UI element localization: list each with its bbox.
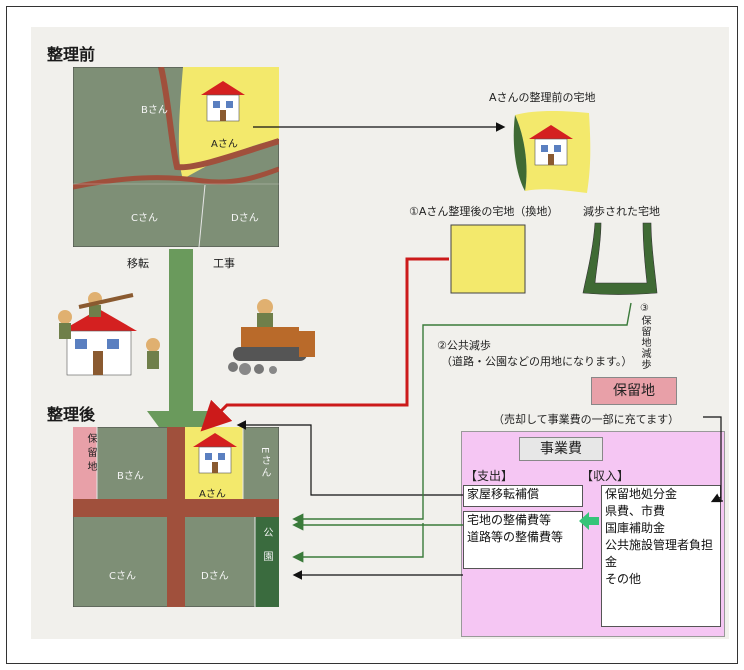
project-cost-title-box: 事業費 [519,437,603,461]
arrow-public-reduction [292,302,632,525]
house-moving-workers-illustration [58,292,160,376]
reserve-title: 保留地 [613,383,655,399]
before-owner-b: Bさん [141,105,168,116]
a-before-lot-label: Aさんの整理前の宅地 [489,91,596,104]
after-house-icon [193,433,237,474]
after-park-label: 公園 [261,527,272,575]
before-map [73,67,279,247]
caption-move: 移転 [127,257,149,270]
expense-header: 【支出】 [465,469,514,483]
a-after-lot-label: ①Aさん整理後の宅地（換地） [409,205,559,218]
diagram-panel: 整理前 Bさん Aさん Cさん Dさん 移転 工事 [31,27,729,639]
expense-list: 宅地の整備費等 道路等の整備費等 [463,511,583,569]
income-reserve-sale: 保留地処分金 [605,487,678,501]
before-heading: 整理前 [47,45,96,64]
public-reduction-note: （道路・公園などの用地になります。） [441,355,633,368]
after-owner-c: Cさん [109,571,136,582]
before-owner-d: Dさん [231,213,259,224]
a-before-lot-illustration [513,111,591,193]
project-cost-title: 事業費 [540,441,582,457]
before-owner-a: Aさん [211,139,238,150]
after-reserve-lot [73,427,97,499]
income-header: 【収入】 [581,469,630,483]
income-national-subsidy: 国庫補助金 [605,521,666,535]
reserve-title-box: 保留地 [591,377,677,405]
reserve-reduction-label: ③保留地減歩 [639,303,650,370]
before-lot-boundary [198,184,206,247]
after-owner-b: Bさん [117,471,144,482]
arrow-road-improvement [292,523,424,563]
reduced-lot-illustration [582,222,658,295]
before-house-icon [201,81,245,122]
expense-lot-improvement: 宅地の整備費等 [467,513,552,527]
arrow-relocation [236,420,463,496]
after-map [73,427,279,607]
after-owner-a: Aさん [199,489,226,500]
arrow-reserve-to-income [710,493,722,503]
before-owner-c: Cさん [131,213,158,224]
after-owner-e: Eさん [259,447,270,480]
after-park [255,517,279,607]
expense-road-improvement: 道路等の整備費等 [467,530,564,544]
before-road-curve [158,67,279,171]
caption-construction: 工事 [213,257,235,270]
income-other: その他 [605,572,642,586]
arrow-reserve-line [703,416,723,502]
figure-frame: 整理前 Bさん Aさん Cさん Dさん 移転 工事 [6,6,738,664]
reduced-lot-label: 減歩された宅地 [583,205,660,218]
after-reserve-label: 保留地 [85,433,96,475]
income-prefecture-city: 県費、市費 [605,504,666,518]
after-owner-d: Dさん [201,571,229,582]
arrow-a-replotting [200,257,449,432]
income-public-facility: 公共施設管理者負担金 [605,538,714,569]
public-reduction-label: ②公共減歩 [437,339,491,352]
transfer-arrow-icon [579,512,599,530]
after-heading: 整理後 [47,405,96,424]
reserve-note: （売却して事業費の一部に充てます） [493,413,680,426]
connector-arrows [200,122,723,580]
before-road-horizontal [73,166,279,190]
income-list: 保留地処分金 県費、市費 国庫補助金 公共施設管理者負担金 その他 [601,485,721,627]
bulldozer-illustration [228,299,315,375]
expense-relocation: 家屋移転補償 [463,485,583,507]
after-road-vertical [167,427,185,607]
a-after-lot-square [450,224,526,294]
